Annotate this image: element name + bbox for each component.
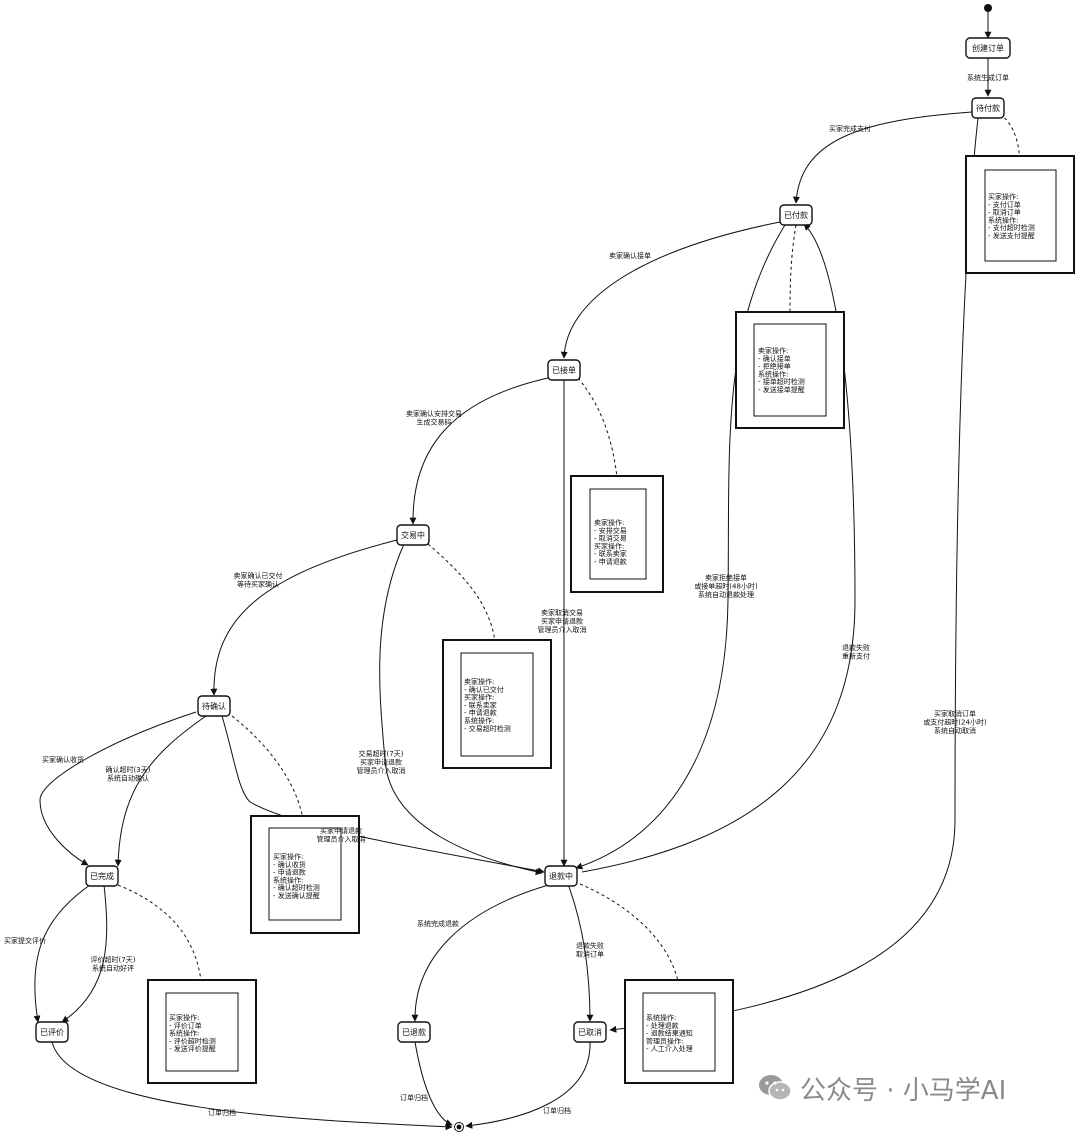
note-text-pending-confirm: 买家操作:- 确认收货- 申请退款系统操作:- 确认超时检测- 发送确认提醒 — [273, 852, 320, 900]
note-text-accepted: 卖家操作:- 安排交易- 取消交易买家操作:- 联系卖家- 申请退款 — [594, 518, 627, 566]
edge-completed-to-reviewed-timeout — [61, 884, 108, 1023]
note-link-trading — [427, 543, 500, 653]
state-accepted — [547, 359, 581, 381]
edge-label-refunding-to-cancelled: 退款失败取消订单 — [576, 941, 604, 959]
edge-label-trading-to-refunding: 交易超时(7天)买家申请退款管理员介入取消 — [357, 749, 406, 775]
edge-label-paid-to-accepted: 卖家确认接单 — [609, 251, 651, 260]
state-label-refunded: 已退款 — [402, 1027, 426, 1037]
end-node — [454, 1122, 464, 1132]
note-text-completed: 买家操作:- 评价订单系统操作:- 评价超时检测- 发送评价提醒 — [169, 1013, 216, 1053]
edge-label-trading-to-confirm: 卖家确认已交付等待买家确认 — [234, 571, 283, 589]
state-paid — [779, 204, 813, 226]
state-refunding — [544, 865, 578, 887]
edge-pending-to-cancelled — [609, 117, 979, 1033]
state-completed — [85, 865, 119, 887]
state-create-order — [965, 37, 1011, 59]
edge-label-completed-to-reviewed-timeout: 评价超时(7天)系统自动好评 — [91, 955, 136, 973]
note-text-paid: 卖家操作:- 确认接单- 拒绝接单系统操作:- 接单超时检测- 发送接单提醒 — [758, 346, 805, 394]
edge-reviewed-to-end — [51, 1041, 453, 1131]
note-text-trading: 卖家操作:- 确认已交付买家操作:- 联系卖家- 申请退款系统操作:- 交易超时… — [464, 677, 511, 733]
note-link-confirm — [231, 715, 307, 827]
note-refunding — [624, 979, 734, 1084]
edge-label-refunded-to-end: 订单归档 — [400, 1093, 428, 1102]
edge-refunding-to-cancelled — [567, 883, 594, 1022]
edge-label-paid-to-refunding: 卖家拒绝接单或接单超时(48小时)系统自动退款处理 — [694, 573, 758, 599]
note-link-accepted — [577, 377, 621, 489]
edge-confirm-to-completed-buyer — [39, 711, 197, 866]
edge-label-accepted-to-trading: 卖家确认安排交易生成交易码 — [406, 409, 462, 427]
note-pending-confirm — [250, 815, 360, 934]
edge-label-confirm-to-completed-timeout: 确认超时(3天)系统自动确认 — [106, 765, 151, 783]
watermark-text: 公众号 · 小马学AI — [800, 1075, 1007, 1106]
watermark: 公众号 · 小马学AI — [758, 1070, 1006, 1106]
edge-refunding-to-refunded — [411, 883, 553, 1022]
state-label-accepted: 已接单 — [552, 365, 576, 375]
note-text-refunding: 系统操作:- 处理退款- 退款结果通知管理员操作:- 人工介入处理 — [646, 1013, 693, 1053]
edge-label-cancelled-to-end: 订单归档 — [543, 1106, 571, 1115]
edge-label-reviewed-to-end: 订单归档 — [208, 1108, 236, 1117]
edge-pending-to-paid — [792, 111, 973, 204]
edge-label-accepted-to-refunding: 卖家取消交易买家申请退款管理员介入取消 — [538, 608, 587, 634]
edge-label-confirm-to-refunding: 买家申请退款管理员介入取消 — [317, 826, 366, 844]
state-refunded — [397, 1021, 431, 1043]
state-trading — [396, 524, 430, 546]
state-pending-payment — [971, 97, 1005, 119]
note-link-paid — [786, 224, 797, 324]
note-accepted — [570, 475, 664, 593]
state-label-reviewed: 已评价 — [40, 1028, 64, 1037]
note-trading — [442, 639, 552, 769]
edge-cancelled-to-end — [465, 1041, 591, 1129]
note-completed — [147, 979, 257, 1084]
edge-label-refunding-to-paid: 退款失败重新支付 — [842, 643, 870, 661]
note-paid — [735, 311, 845, 429]
edge-refunding-to-paid — [581, 223, 856, 873]
note-link-completed — [117, 884, 206, 993]
state-label-cancelled: 已取消 — [578, 1027, 602, 1037]
edge-trading-to-confirm — [210, 539, 398, 696]
edge-trading-to-refunding — [379, 543, 543, 876]
note-pending-payment — [965, 155, 1075, 274]
state-label-create: 创建订单 — [972, 43, 1004, 53]
edge-label-completed-to-reviewed-buyer: 买家提交评价 — [4, 936, 46, 945]
state-label-paid: 已付款 — [784, 210, 808, 220]
state-label-trading: 交易中 — [401, 530, 425, 540]
edge-accepted-to-trading — [409, 377, 549, 525]
start-node — [984, 4, 992, 12]
edge-confirm-to-completed-timeout — [114, 715, 207, 867]
state-label-pending-payment: 待付款 — [976, 103, 1000, 113]
wechat-logo-icon — [759, 1075, 792, 1101]
note-link-refunding — [579, 883, 683, 993]
state-label-completed: 已完成 — [90, 871, 114, 881]
state-label-pending-confirm: 待确认 — [202, 701, 226, 711]
edge-label-pending-to-cancelled: 买家取消订单或支付超时(24小时)系统自动取消 — [923, 709, 987, 735]
edge-completed-to-reviewed-buyer — [33, 884, 91, 1023]
state-pending-confirm — [197, 695, 231, 717]
edge-label-refunding-to-refunded: 系统完成退款 — [417, 919, 459, 928]
state-label-refunding: 退款中 — [549, 871, 573, 881]
edge-paid-to-accepted — [560, 221, 781, 359]
note-text-pending-payment: 买家操作:- 支付订单- 取消订单系统操作:- 支付超时检测- 发送支付提醒 — [988, 192, 1035, 240]
edge-label-pending-to-paid: 买家完成支付 — [829, 124, 871, 133]
state-reviewed — [35, 1021, 69, 1043]
edge-refunded-to-end — [414, 1041, 453, 1126]
state-cancelled — [573, 1021, 607, 1043]
edge-label-create-to-pending: 系统生成订单 — [967, 73, 1009, 82]
edge-label-confirm-to-completed-buyer: 买家确认收货 — [42, 755, 84, 764]
